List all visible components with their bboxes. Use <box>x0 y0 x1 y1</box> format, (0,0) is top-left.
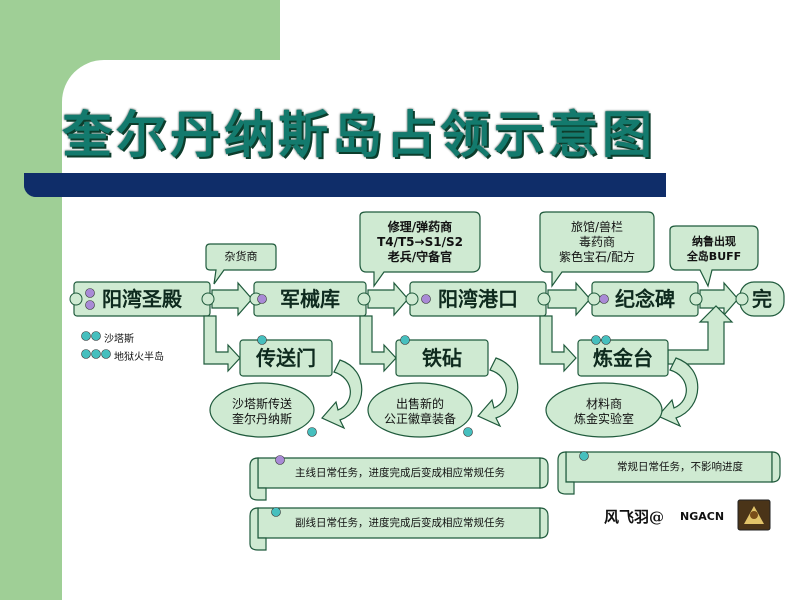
legend-label-shattrath: 沙塔斯 <box>104 334 134 345</box>
callout-bubble-2 <box>359 211 481 288</box>
return-arrow <box>667 305 734 365</box>
nga-logo-icon <box>737 499 771 531</box>
branch-box-3 <box>577 339 669 377</box>
branch-box-1 <box>239 339 333 377</box>
branch-label-1: 传送门 <box>256 346 316 370</box>
node-label-3: 阳湾港口 <box>438 287 518 311</box>
callout-bubble-4 <box>669 225 759 288</box>
node-label-4: 纪念碑 <box>615 287 675 311</box>
node-label-2: 军械库 <box>280 287 340 311</box>
node-label-5: 完 <box>752 287 772 311</box>
ellipse-3 <box>545 382 663 438</box>
callout-text-3: 旅馆/兽栏 毒药商 紫色宝石/配方 <box>558 220 636 264</box>
callout-text-2: 修理/弹药商 T4/T5→S1/S2 老兵/守备官 <box>377 220 463 264</box>
callout-text-4: 纳鲁出现 全岛BUFF <box>686 235 742 263</box>
arrow-1-2 <box>211 281 253 317</box>
branch-box-2 <box>395 339 489 377</box>
author-signature: 风飞羽@ <box>604 508 665 526</box>
page-title: 奎尔丹纳斯岛占领示意图 <box>62 105 656 164</box>
node-label-1: 阳湾圣殿 <box>102 287 182 311</box>
branch-connectors <box>203 305 734 373</box>
scroll-text-3: 常规日常任务，不影响进度 <box>617 461 743 473</box>
ellipse-1 <box>209 382 315 438</box>
left-green-band <box>0 0 62 600</box>
callout-bubble-1 <box>205 243 277 285</box>
ellipse-text-2: 出售新的 公正徽章装备 <box>383 397 456 426</box>
main-flow-arrows <box>211 281 739 317</box>
scroll-text-2: 副线日常任务，进度完成后变成相应常规任务 <box>295 517 505 529</box>
callout-bubble-3 <box>539 211 655 288</box>
nga-logo-text: NGACN <box>680 510 725 523</box>
ellipse-2 <box>367 382 473 438</box>
ellipse-text-1: 沙塔斯传送 奎尔丹纳斯 <box>231 397 292 426</box>
arrow-3-4 <box>547 281 591 317</box>
branch-label-3: 炼金台 <box>593 346 653 370</box>
scroll-text-1: 主线日常任务，进度完成后变成相应常规任务 <box>295 467 505 479</box>
branch-label-2: 铁砧 <box>422 346 462 370</box>
legend-label-hellfire: 地狱火半岛 <box>114 352 164 363</box>
arrow-4-5 <box>699 281 739 317</box>
arrow-2-3 <box>367 281 409 317</box>
callout-text-1: 杂货商 <box>224 250 258 263</box>
title-underline-bar <box>24 173 666 197</box>
ellipse-text-3: 材料商 炼金实验室 <box>573 397 634 426</box>
